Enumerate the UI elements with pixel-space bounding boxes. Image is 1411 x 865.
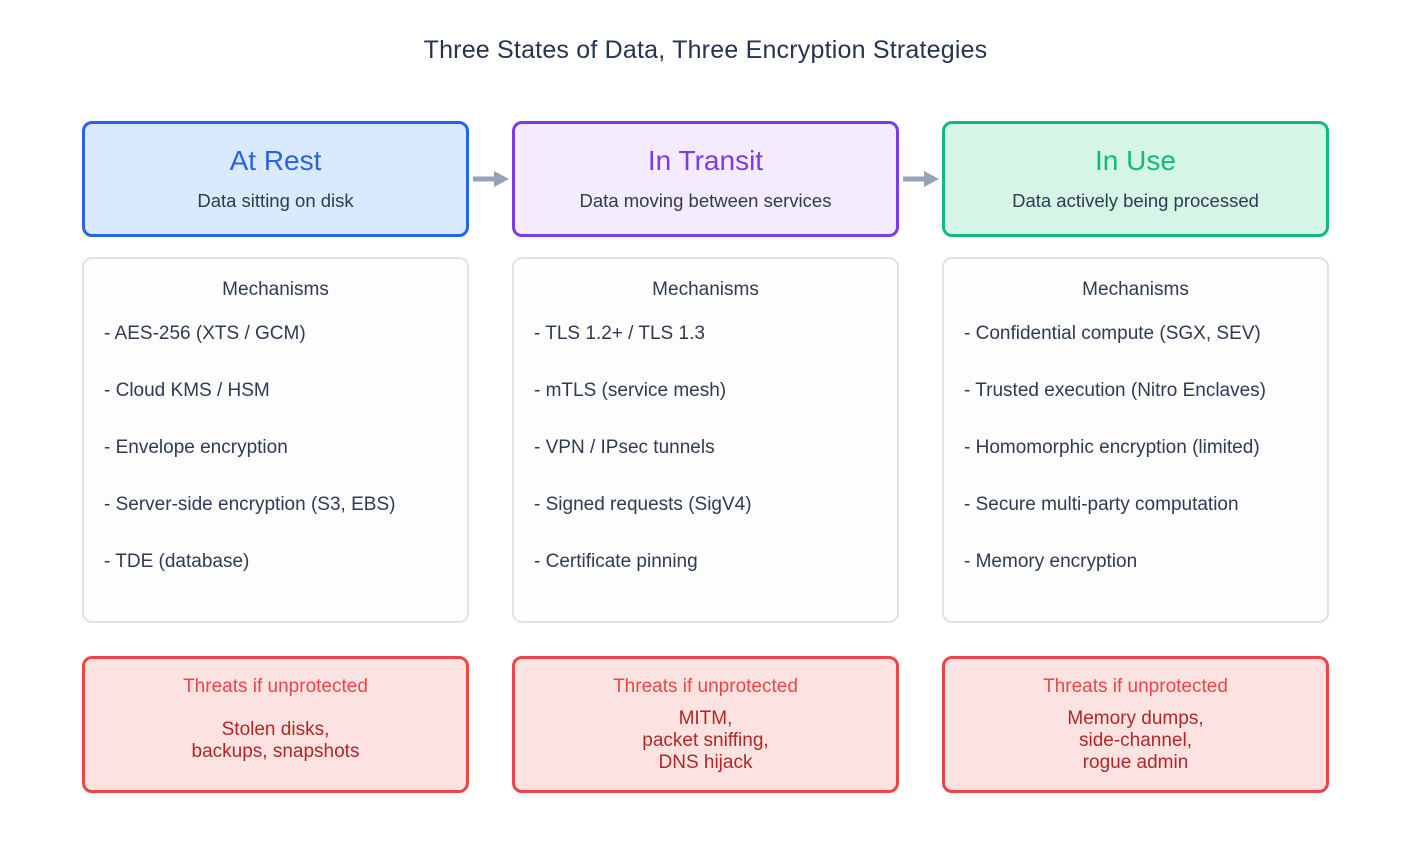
mechanism-item: - AES-256 (XTS / GCM) [104,322,306,344]
diagram-board: At Rest Data sitting on disk In Transit … [82,121,1329,793]
threats-heading: Threats if unprotected [613,676,798,697]
mechanisms-heading: Mechanisms [1082,279,1189,300]
spacer [469,257,512,623]
mechanisms-row: Mechanisms - AES-256 (XTS / GCM) - Cloud… [82,257,1329,623]
threats-row: Threats if unprotected Stolen disks, bac… [82,656,1329,793]
header-card-in-transit: In Transit Data moving between services [512,121,899,237]
threat-line: Stolen disks, [221,719,330,740]
state-title-at-rest: At Rest [229,145,322,177]
threat-line: Memory dumps, [1067,708,1204,729]
mechanism-item: - Memory encryption [964,550,1138,572]
spacer [899,257,942,623]
mechanisms-list: - TLS 1.2+ / TLS 1.3 - mTLS (service mes… [534,305,877,590]
threats-body: Memory dumps, side-channel, rogue admin [1067,698,1203,790]
threats-body: Stolen disks, backups, snapshots [192,698,360,790]
mechanism-item: - Secure multi-party computation [964,493,1239,515]
threats-card-at-rest: Threats if unprotected Stolen disks, bac… [82,656,469,793]
arrow-right-icon [902,171,939,187]
spacer [469,656,512,793]
threats-card-in-use: Threats if unprotected Memory dumps, sid… [942,656,1329,793]
flow-arrow-1 [469,121,512,237]
mechanisms-card-at-rest: Mechanisms - AES-256 (XTS / GCM) - Cloud… [82,257,469,623]
threats-heading: Threats if unprotected [183,676,368,697]
state-title-in-transit: In Transit [647,145,764,177]
threat-line: rogue admin [1082,752,1189,773]
page-title: Three States of Data, Three Encryption S… [423,36,988,64]
arrow-right-icon [472,171,509,187]
mechanisms-list: - AES-256 (XTS / GCM) - Cloud KMS / HSM … [104,305,447,590]
mechanism-item: - Cloud KMS / HSM [104,379,270,401]
state-header-row: At Rest Data sitting on disk In Transit … [82,121,1329,237]
state-title-in-use: In Use [1095,145,1176,177]
mechanism-item: - TDE (database) [104,550,250,572]
threats-body: MITM, packet sniffing, DNS hijack [642,698,768,790]
mechanism-item: - mTLS (service mesh) [534,379,727,401]
threat-line: MITM, [678,708,733,729]
mechanism-item: - Server-side encryption (S3, EBS) [104,493,396,515]
threat-line: DNS hijack [658,752,753,773]
header-card-in-use: In Use Data actively being processed [942,121,1329,237]
state-subtitle-at-rest: Data sitting on disk [197,190,354,212]
mechanism-item: - TLS 1.2+ / TLS 1.3 [534,322,705,344]
mechanisms-heading: Mechanisms [222,279,329,300]
mechanism-item: - VPN / IPsec tunnels [534,436,715,458]
spacer [899,656,942,793]
flow-arrow-2 [899,121,942,237]
mechanisms-heading: Mechanisms [652,279,759,300]
mechanism-item: - Confidential compute (SGX, SEV) [964,322,1261,344]
mechanism-item: - Signed requests (SigV4) [534,493,752,515]
mechanism-item: - Homomorphic encryption (limited) [964,436,1260,458]
threat-line: backups, snapshots [191,741,360,762]
threats-heading: Threats if unprotected [1043,676,1228,697]
threat-line: side-channel, [1078,730,1192,751]
state-subtitle-in-use: Data actively being processed [1012,190,1259,212]
mechanisms-list: - Confidential compute (SGX, SEV) - Trus… [964,305,1307,590]
mechanisms-card-in-use: Mechanisms - Confidential compute (SGX, … [942,257,1329,623]
threats-card-in-transit: Threats if unprotected MITM, packet snif… [512,656,899,793]
threat-line: packet sniffing, [642,730,769,751]
header-card-at-rest: At Rest Data sitting on disk [82,121,469,237]
mechanisms-card-in-transit: Mechanisms - TLS 1.2+ / TLS 1.3 - mTLS (… [512,257,899,623]
state-subtitle-in-transit: Data moving between services [579,190,832,212]
mechanism-item: - Trusted execution (Nitro Enclaves) [964,379,1267,401]
mechanism-item: - Certificate pinning [534,550,698,572]
mechanism-item: - Envelope encryption [104,436,288,458]
